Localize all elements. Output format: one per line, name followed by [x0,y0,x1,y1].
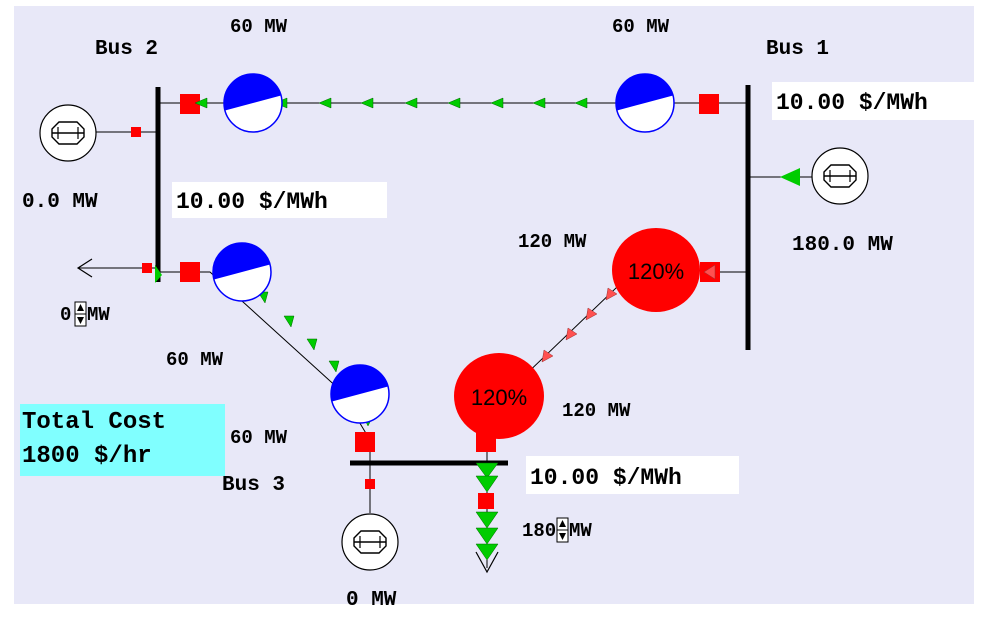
pie-line12-bus2[interactable] [217,67,283,133]
bus2-price: 10.00 $/MWh [176,189,328,215]
breaker-bus3-load[interactable] [478,493,494,509]
breaker-line12-bus1[interactable] [699,94,719,114]
bus3-load-flow-arrows [475,462,499,561]
breaker-gen3[interactable] [365,479,375,489]
breaker-line23-bus2[interactable] [180,262,200,282]
pie-line23-bus2[interactable] [206,236,272,302]
gen2-output: 0.0 MW [22,191,98,214]
pie-line12-bus1[interactable] [609,67,675,133]
bus3-load-arrowhead [475,551,499,574]
bus2-load-up-arrow-icon[interactable] [77,304,84,311]
bus1-price: 10.00 $/MWh [776,90,928,116]
bus3-load-unit: MW [569,520,592,542]
line12-flow-bus1: 60 MW [612,16,670,38]
flow-arrows-line-1-3 [541,264,716,363]
gen1-flow-arrow [780,168,800,186]
line12-flow-bus2: 60 MW [230,16,288,38]
bus1-price-box [772,82,979,120]
line13-bus3-loading: 120% [471,385,527,410]
bus2-load-spinner[interactable] [74,301,87,327]
total-cost-box [20,404,225,476]
bus2-price-box [172,182,387,218]
bus2-load-arrowhead [76,258,93,278]
bus1-name: Bus 1 [766,38,829,61]
bus3-price: 10.00 $/MWh [530,465,682,491]
breaker-line23-bus3[interactable] [355,432,375,452]
line13-flow-bus1: 120 MW [518,231,587,253]
total-cost-title: Total Cost [22,409,166,436]
bus2-load-unit: MW [87,304,110,326]
line23-flow-bus3: 60 MW [230,427,288,449]
bus3-load-spinner[interactable] [556,517,569,543]
gen3-generator-icon[interactable] [341,513,399,571]
bus2-name: Bus 2 [95,38,158,61]
line13-flow-bus3: 120 MW [562,400,631,422]
bus2-load-flow-arrow [155,265,162,283]
pie-line13-bus1[interactable]: 120% [612,228,700,312]
gen2-generator-icon[interactable] [39,104,97,162]
gen1-generator-icon[interactable] [811,147,869,205]
breaker-line12-bus2[interactable] [180,94,200,114]
line23-flow-bus2: 60 MW [166,349,224,371]
bus3-name: Bus 3 [222,474,285,497]
bus3-load-up-arrow-icon[interactable] [559,520,566,527]
pie-line13-bus3[interactable]: 120% [454,353,544,439]
gen3-output: 0 MW [346,589,397,612]
bus3-load-value: 180 [522,520,556,542]
breaker-gen2[interactable] [131,127,141,137]
bus3-load-down-arrow-icon[interactable] [559,533,566,540]
gen1-output: 180.0 MW [792,234,893,257]
bus2-load-down-arrow-icon[interactable] [77,317,84,324]
bus2-load-value: 0 [60,304,71,326]
pie-line23-bus3[interactable] [324,358,390,424]
line13-bus1-loading: 120% [628,259,684,284]
breaker-bus2-load[interactable] [142,263,152,273]
bus3-price-box [526,456,739,494]
total-cost-value: 1800 $/hr [22,443,152,470]
